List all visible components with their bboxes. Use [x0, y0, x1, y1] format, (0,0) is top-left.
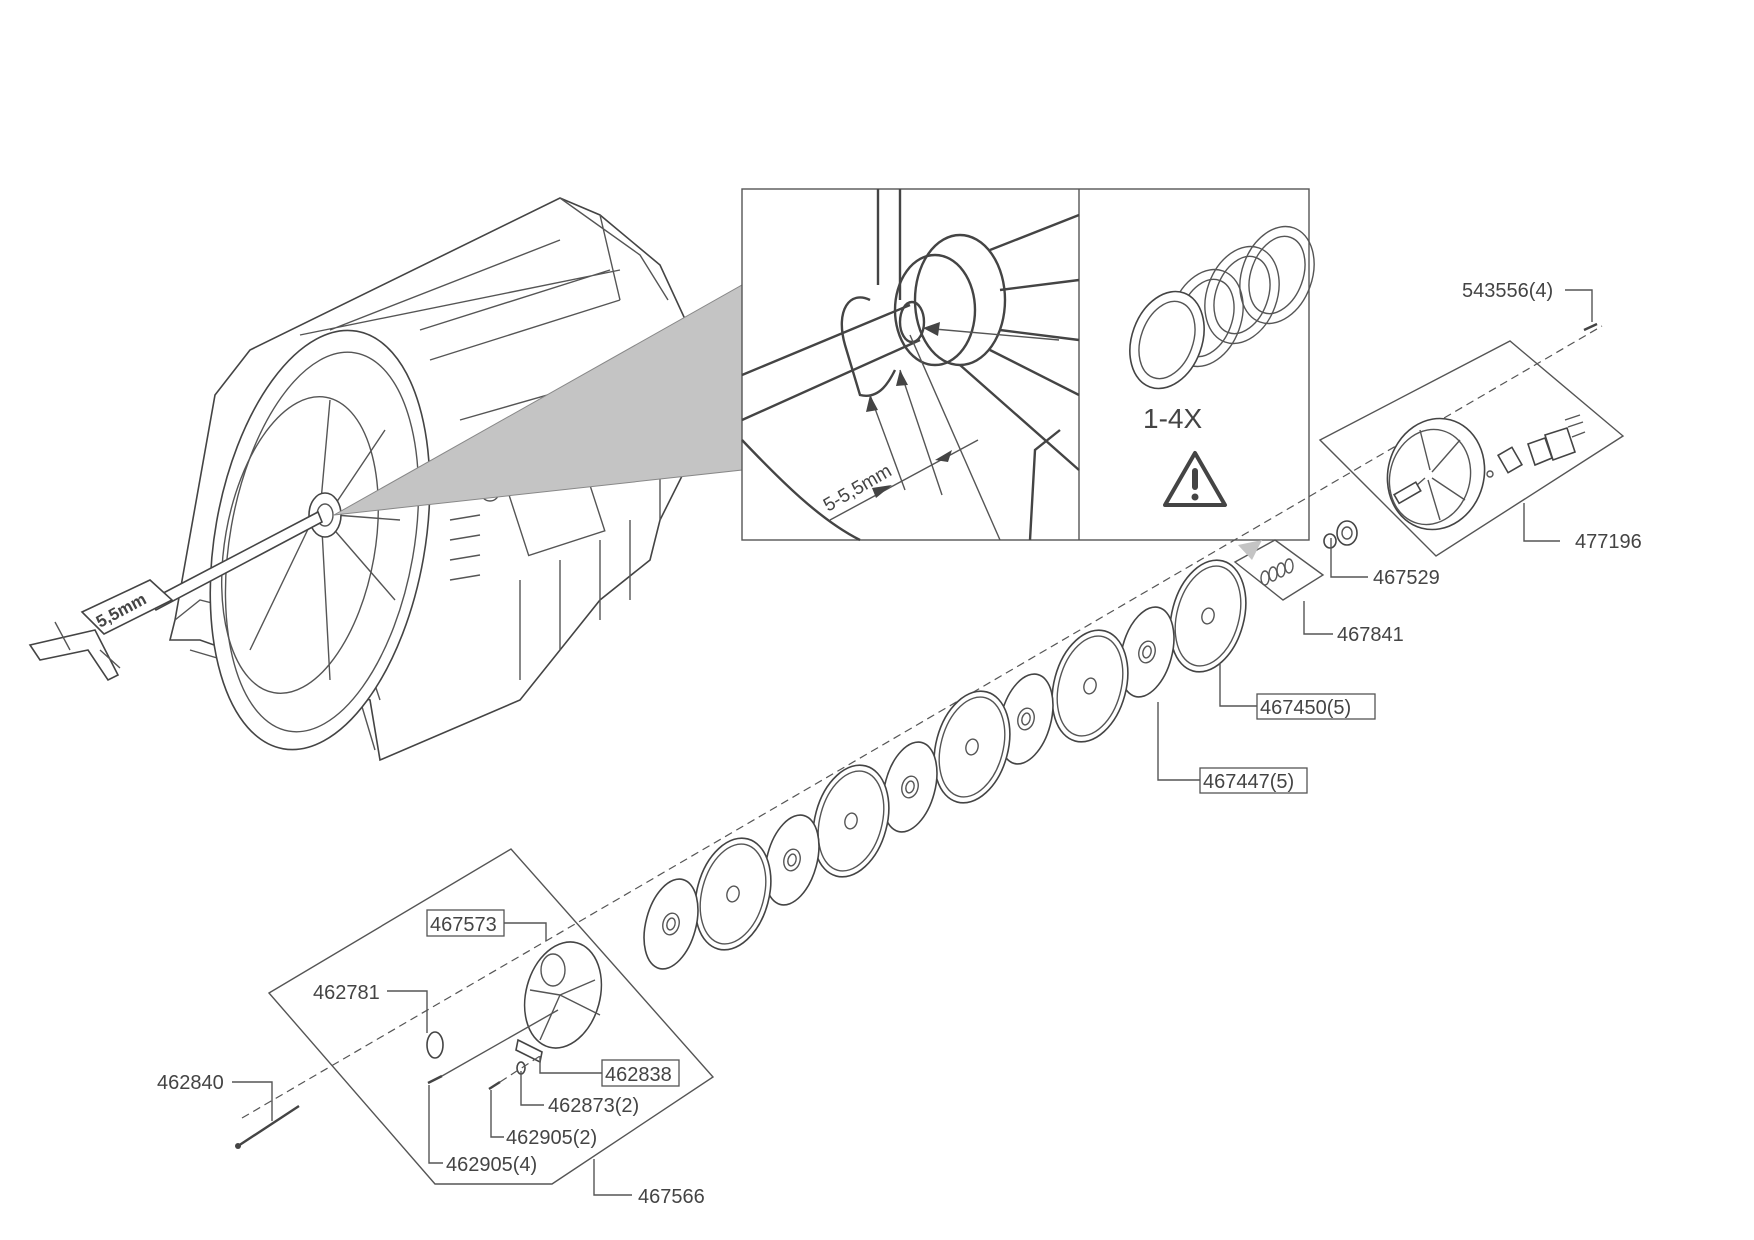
- group-outline-467841: [1233, 539, 1325, 601]
- diffuser: [764, 814, 820, 906]
- oring-zoom-marker: [1238, 540, 1262, 560]
- diffuser: [998, 673, 1054, 765]
- part-label-467450: 467450(5): [1260, 697, 1351, 719]
- diffuser: [643, 878, 699, 970]
- impeller: [1169, 559, 1247, 673]
- part-label-543556: 543556(4): [1462, 280, 1553, 302]
- quantity-label: 1-4X: [1143, 403, 1202, 434]
- caliper-gauge: 5,5mm: [28, 510, 324, 682]
- part-label-462873: 462873(2): [548, 1095, 639, 1117]
- impeller: [694, 837, 772, 951]
- tie-rod-462840: [235, 1104, 300, 1149]
- part-label-467447: 467447(5): [1203, 771, 1294, 793]
- diffuser: [1119, 606, 1175, 698]
- motor-end-flange: [1386, 414, 1586, 531]
- inset-shaft-detail: 5-5,5mm: [741, 189, 1080, 542]
- part-label-467841: 467841: [1337, 624, 1404, 646]
- shim-rings-467841: [1260, 558, 1294, 586]
- assembly-axis: [241, 325, 1603, 1119]
- bolt-543556: [1583, 322, 1598, 332]
- oring-462781: [426, 1031, 444, 1059]
- impeller: [933, 690, 1011, 804]
- impeller: [812, 764, 890, 878]
- part-label-477196: 477196: [1575, 531, 1642, 553]
- part-label-462781: 462781: [313, 982, 380, 1004]
- screw-462905-2: [488, 1080, 501, 1091]
- shim-rings: [1129, 225, 1315, 390]
- warning-icon: [1163, 451, 1227, 507]
- detail-inset: 5-5,5mm 1-4X: [741, 188, 1315, 542]
- part-label-462905-4: 462905(4): [446, 1154, 537, 1176]
- plate-462838: [515, 1038, 543, 1064]
- part-label-467529: 467529: [1373, 567, 1440, 589]
- coupling-467529: [1323, 520, 1358, 549]
- impeller: [1051, 629, 1129, 743]
- end-cover-467573: [523, 941, 603, 1049]
- group-outline-477196: [1318, 340, 1625, 557]
- part-label-462838: 462838: [605, 1064, 672, 1086]
- pump-stages: [643, 559, 1247, 970]
- part-label-467573: 467573: [430, 914, 497, 936]
- screw-462905-4: [427, 1074, 443, 1085]
- part-label-467566: 467566: [638, 1186, 705, 1208]
- leader-lines: [232, 289, 1593, 1196]
- part-label-462905-2: 462905(2): [506, 1127, 597, 1149]
- diffuser: [882, 741, 938, 833]
- part-label-462840: 462840: [157, 1072, 224, 1094]
- group-outline-467566: [267, 848, 715, 1185]
